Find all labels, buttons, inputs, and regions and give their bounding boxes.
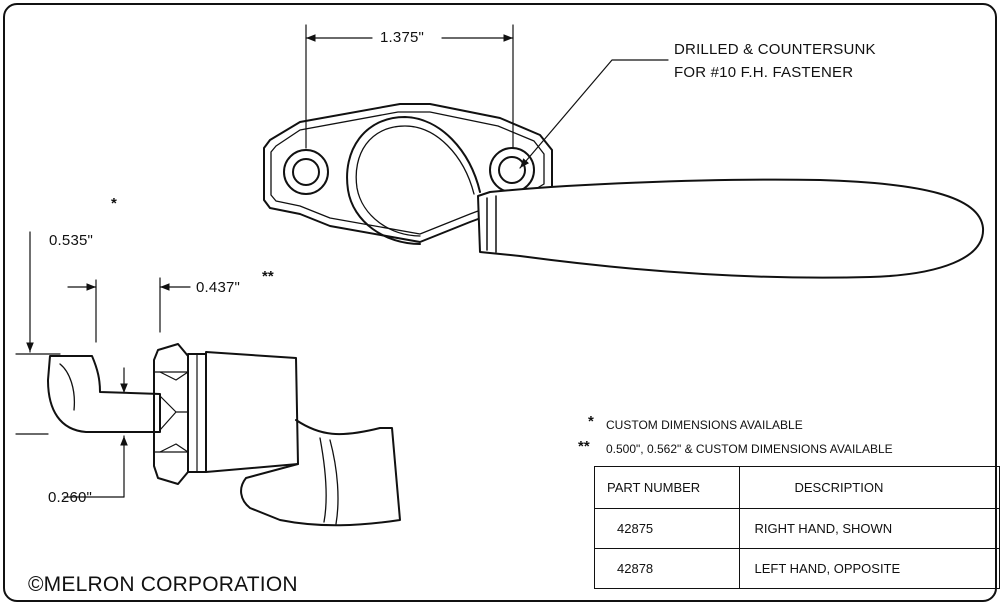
dimension-label-c: 0.260" <box>48 489 93 506</box>
callout-line-1: DRILLED & COUNTERSUNK <box>674 41 876 58</box>
parts-table: PART NUMBER DESCRIPTION 42875 RIGHT HAND… <box>593 466 1000 589</box>
note-1-mark: * <box>588 413 594 430</box>
part-number-cell: 42878 <box>593 548 741 589</box>
table-header-row: PART NUMBER DESCRIPTION <box>593 466 1000 509</box>
dimension-label-a: 0.535" <box>49 232 94 249</box>
description-cell: RIGHT HAND, SHOWN <box>739 508 1000 549</box>
column-header-part-number: PART NUMBER <box>593 466 741 509</box>
custom-marker-double: ** <box>262 268 274 285</box>
note-2-text: 0.500", 0.562" & CUSTOM DIMENSIONS AVAIL… <box>606 442 893 456</box>
description-cell: LEFT HAND, OPPOSITE <box>739 548 1000 589</box>
callout-line-2: FOR #10 F.H. FASTENER <box>674 64 854 81</box>
dimension-label-hole-spacing: 1.375" <box>380 29 425 46</box>
part-number-cell: 42875 <box>593 508 741 549</box>
table-row: 42878 LEFT HAND, OPPOSITE <box>593 548 1000 589</box>
note-1-text: CUSTOM DIMENSIONS AVAILABLE <box>606 418 803 432</box>
note-2-mark: ** <box>578 438 590 455</box>
hub-body <box>205 351 299 473</box>
column-header-description: DESCRIPTION <box>739 466 1000 509</box>
handle-stub <box>240 419 401 527</box>
hex-nut <box>153 343 189 485</box>
screw-hole-right <box>489 147 535 193</box>
screw-hole-left <box>283 149 329 195</box>
cam-hook <box>47 355 161 433</box>
drawing-border <box>3 3 997 602</box>
callout-leader <box>519 59 669 169</box>
custom-marker-single: * <box>111 195 117 212</box>
lever-arm <box>477 178 985 279</box>
hub <box>346 116 481 245</box>
copyright-text: ©MELRON CORPORATION <box>28 573 298 596</box>
table-row: 42875 RIGHT HAND, SHOWN <box>593 508 1000 549</box>
dimension-label-b: 0.437" <box>196 279 241 296</box>
